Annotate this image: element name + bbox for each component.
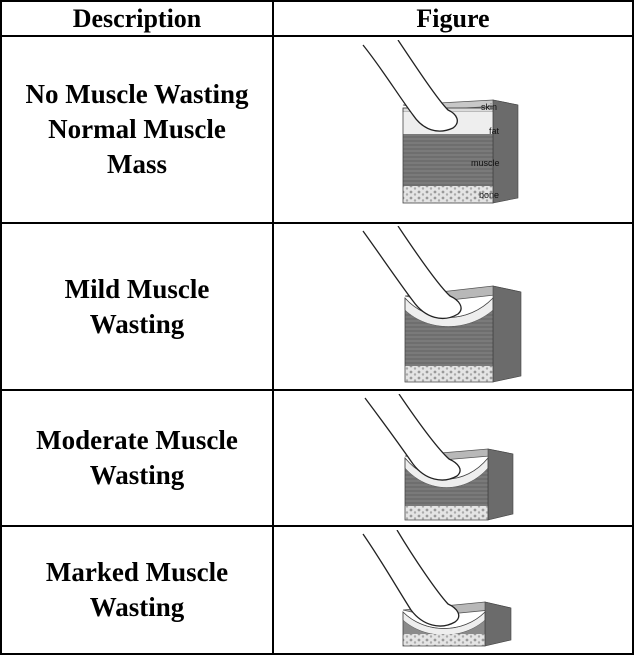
description-text: Wasting [89, 460, 185, 490]
figure-cell [274, 226, 632, 386]
header-divider [0, 35, 634, 37]
row-divider [0, 222, 634, 224]
table-border-left [0, 0, 2, 655]
mild-wasting-figure [362, 226, 522, 383]
muscle-label: muscle [471, 158, 500, 168]
column-divider [272, 0, 274, 655]
figure-cell: skin fat muscle bone [274, 40, 632, 215]
figure-cell [274, 530, 632, 650]
description-cell: Moderate Muscle Wasting [2, 391, 272, 525]
bone-label: bone [479, 190, 499, 200]
row-divider [0, 389, 634, 391]
description-cell: Marked Muscle Wasting [2, 527, 272, 653]
table-border-right [632, 0, 634, 655]
moderate-wasting-figure [364, 394, 514, 521]
description-header: Description [72, 4, 202, 33]
table-border-top [0, 0, 634, 2]
figure-cell [274, 394, 632, 522]
normal-muscle-figure: skin fat muscle bone [362, 40, 519, 204]
description-cell: No Muscle Wasting Normal Muscle Mass [2, 37, 272, 222]
skin-label: skin [481, 102, 497, 112]
description-cell: Mild Muscle Wasting [2, 224, 272, 389]
description-text: Mass [106, 149, 167, 179]
description-text: Moderate Muscle [36, 425, 238, 455]
fat-label: fat [489, 126, 500, 136]
description-text: Mild Muscle [64, 273, 210, 304]
description-text: Wasting [89, 308, 185, 339]
figure-header: Figure [416, 4, 490, 33]
description-text: No Muscle Wasting [25, 79, 249, 109]
description-text: Marked Muscle [45, 557, 229, 587]
marked-wasting-figure [362, 530, 512, 647]
description-text: Wasting [89, 592, 185, 622]
description-text: Normal Muscle [48, 114, 226, 144]
row-divider [0, 525, 634, 527]
table-border-bottom [0, 653, 634, 655]
